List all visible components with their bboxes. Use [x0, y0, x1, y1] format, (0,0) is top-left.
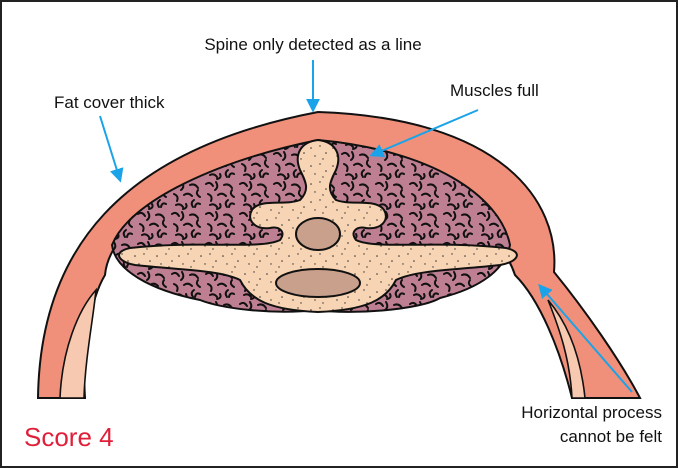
- fat-label: Fat cover thick: [54, 93, 165, 112]
- spine-label: Spine only detected as a line: [204, 35, 421, 54]
- process-label-line2: cannot be felt: [560, 427, 662, 446]
- spinal-canal: [296, 218, 340, 250]
- process-label-line1: Horizontal process: [521, 403, 662, 422]
- vertebral-body: [276, 269, 360, 297]
- score-label: Score 4: [24, 422, 114, 452]
- muscles-label: Muscles full: [450, 81, 539, 100]
